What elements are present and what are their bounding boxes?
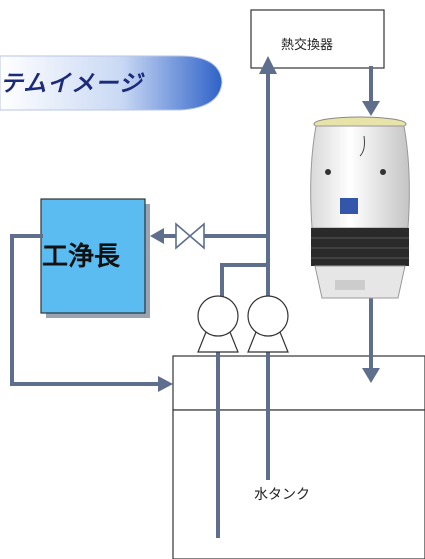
heat-exchanger-label: 熱交換器 bbox=[281, 38, 334, 53]
unit-box bbox=[40, 198, 146, 314]
arrow-left-to-unit bbox=[150, 228, 164, 244]
pipe-network bbox=[10, 66, 373, 538]
arrow-down-to-tank bbox=[362, 368, 380, 383]
flow-arrows bbox=[150, 56, 380, 392]
tank-body bbox=[172, 409, 425, 559]
heat-exchanger-box bbox=[250, 9, 385, 69]
unit-label: 工浄長 bbox=[42, 242, 121, 272]
arrow-right-to-tank bbox=[158, 376, 173, 392]
arrow-up-to-heat-exchanger bbox=[259, 56, 277, 74]
valve-icon bbox=[175, 222, 205, 250]
tank-top-section bbox=[172, 355, 425, 411]
cooling-tower-icon bbox=[310, 116, 410, 299]
tank-label: 水タンク bbox=[254, 487, 310, 503]
pump-left-icon bbox=[197, 295, 239, 353]
arrow-down-to-tower bbox=[362, 101, 380, 116]
page-title: テムイメージ bbox=[0, 71, 143, 97]
pump-right-icon bbox=[247, 295, 289, 353]
banner-shape bbox=[0, 55, 223, 111]
